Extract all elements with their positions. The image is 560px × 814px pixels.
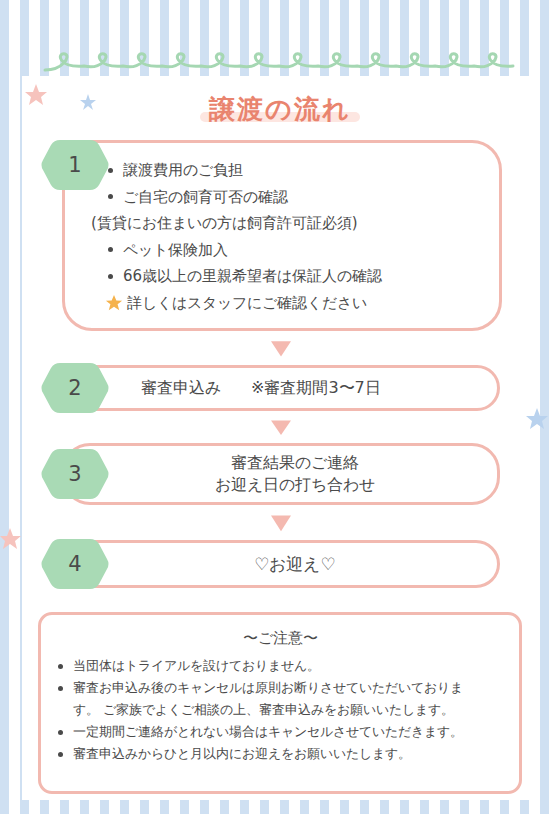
- item-text: 66歳以上の里親希望者は保証人の確認: [123, 267, 382, 285]
- arrow-stem: [281, 411, 282, 421]
- flow-arrow: [271, 411, 291, 435]
- item-row: 審査お申込み後のキャンセルは原則お断りさせていただいております。 ご家族でよくご…: [41, 677, 481, 721]
- item-row: 当団体はトライアルを設けておりません。: [41, 655, 481, 677]
- star: [80, 94, 96, 110]
- item-text: 一定期間ご連絡がとれない場合はキャンセルさせていただきます。: [73, 724, 463, 739]
- bullet-dot: [58, 664, 63, 669]
- arrow-stem: [281, 505, 282, 516]
- bullet-dot: [108, 168, 113, 173]
- item-row: 66歳以上の里親希望者は保証人の確認: [65, 263, 487, 290]
- bullet-dot: [108, 247, 113, 252]
- arrow-head: [271, 516, 291, 532]
- flow-arrow: [271, 331, 291, 357]
- step-badge: 3: [40, 446, 110, 502]
- item-text: (賃貸にお住まいの方は飼育許可証必須): [91, 214, 358, 232]
- step-badge: 1: [40, 137, 110, 193]
- notes-box: 〜ご注意〜当団体はトライアルを設けておりません。審査お申込み後のキャンセルは原則…: [38, 612, 522, 794]
- arrow-stem: [281, 331, 282, 341]
- item-text: ペット保険加入: [123, 241, 228, 259]
- badge-hexagon: [42, 449, 109, 499]
- step-number: 1: [68, 153, 81, 177]
- step-box: ♡お迎え♡: [62, 540, 500, 588]
- item-text: 譲渡費用のご負担: [123, 161, 243, 179]
- star: [25, 84, 47, 105]
- star: [526, 408, 548, 429]
- item-row: 一定期間ご連絡がとれない場合はキャンセルさせていただきます。: [41, 721, 481, 743]
- step-box: 審査申込み ※審査期間3〜7日: [62, 365, 500, 411]
- item-row: ご自宅の飼育可否の確認: [65, 184, 487, 211]
- item-text: 当団体はトライアルを設けておりません。: [73, 658, 320, 673]
- step-text: 審査申込み: [141, 378, 221, 399]
- badge-hexagon: [42, 140, 109, 190]
- step-text: 審査結果のご連絡: [231, 452, 359, 474]
- item-text: ご自宅の飼育可否の確認: [123, 188, 288, 206]
- star: [0, 528, 21, 549]
- arrow-head: [271, 341, 291, 356]
- bullet-dot: [58, 730, 63, 735]
- bullet-dot: [58, 752, 63, 757]
- step-badge: 2: [40, 360, 110, 416]
- step-box: 審査結果のご連絡お迎え日の打ち合わせ: [62, 443, 500, 505]
- item-text: 審査お申込み後のキャンセルは原則お断りさせていただいております。 ご家族でよくご…: [73, 680, 463, 717]
- bullet-dot: [58, 686, 63, 691]
- star-shape: [106, 295, 122, 310]
- step-number: 3: [68, 462, 81, 486]
- badge-hexagon: [42, 363, 109, 413]
- item-row: 詳しくはスタッフにご確認ください: [65, 290, 487, 317]
- step-box: 譲渡費用のご負担ご自宅の飼育可否の確認 (賃貸にお住まいの方は飼育許可証必須) ペッ…: [62, 140, 502, 331]
- step-text: ※審査期間3〜7日: [251, 378, 381, 399]
- notes-heading: 〜ご注意〜: [243, 629, 318, 647]
- step-number: 2: [68, 376, 81, 400]
- item-row: 譲渡費用のご負担: [65, 157, 487, 184]
- step-badge: 4: [40, 536, 110, 592]
- flow-arrow: [271, 505, 291, 531]
- bullet-dot: [108, 274, 113, 279]
- step-text: ♡お迎え♡: [254, 553, 335, 575]
- item-row: (賃貸にお住まいの方は飼育許可証必須): [65, 210, 487, 237]
- notes-heading-row: 〜ご注意〜: [41, 627, 481, 649]
- badge-hexagon: [42, 539, 109, 589]
- step-number: 4: [68, 552, 81, 576]
- item-text: 詳しくはスタッフにご確認ください: [127, 294, 367, 312]
- item-row: ペット保険加入: [65, 237, 487, 264]
- item-text: 審査申込みからひと月以内にお迎えをお願いいたします。: [73, 746, 411, 761]
- bullet-dot: [108, 194, 113, 199]
- wave-line: [45, 54, 513, 70]
- star-icon: [105, 294, 123, 312]
- arrow-head: [271, 421, 291, 435]
- step-text: お迎え日の打ち合わせ: [215, 474, 375, 496]
- item-row: 審査申込みからひと月以内にお迎えをお願いいたします。: [41, 743, 481, 765]
- title: 譲渡の流れ: [0, 92, 560, 127]
